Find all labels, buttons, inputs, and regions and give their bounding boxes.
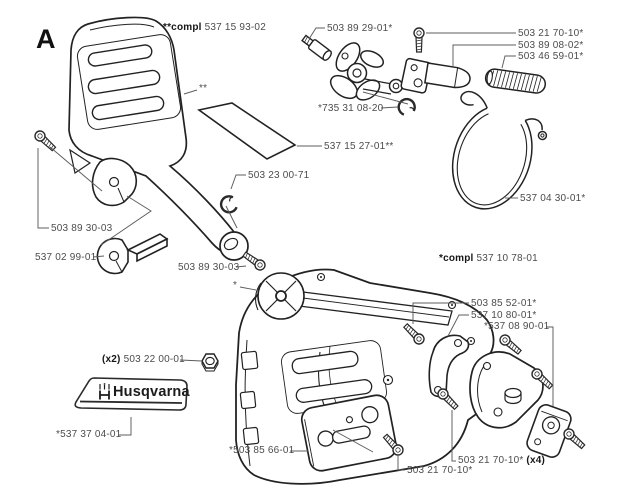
label-handguard-ref: ** [199, 83, 208, 94]
brake-trigger-mechanism [329, 42, 471, 101]
label-screw-lever: 503 21 70-10* [518, 28, 584, 39]
screw-catcher [561, 426, 588, 452]
handguard-decal-sticker [197, 102, 297, 160]
label-screw-guard: 503 89 30-03 [51, 223, 113, 234]
brake-band [451, 90, 548, 210]
label-knob: 537 02 99-01 [35, 252, 97, 263]
guard-pivot-cam [69, 148, 138, 207]
label-decal-handguard: 537 15 27-01** [324, 141, 394, 152]
label-screw-pivot: 503 89 30-03 [178, 262, 240, 273]
label-screws-x4: 503 21 70-10* (x4) [458, 455, 545, 466]
label-cover-compl: *compl 537 10 78-01 [439, 253, 538, 264]
label-spring: 503 46 59-01* [518, 51, 584, 62]
screw-lever [413, 27, 425, 53]
label-inner-plate: 537 10 80-01* [471, 310, 537, 321]
chain-catcher [526, 404, 572, 458]
label-cover-ref: * [233, 280, 238, 291]
label-screw-inner: 503 85 52-01* [471, 298, 537, 309]
label-brake-band: 537 04 30-01* [520, 193, 586, 204]
section-letter: A [36, 24, 56, 54]
label-decal-logo: *537 37 04-01 [56, 429, 122, 440]
front-hand-guard [68, 16, 249, 261]
label-clip-lever: *735 31 08-20 [318, 103, 384, 114]
label-nut: (x2) 503 22 00-01 [102, 354, 185, 365]
brake-pin [301, 34, 332, 61]
lever-clip [395, 96, 418, 117]
label-piston: 503 89 08-02* [518, 40, 584, 51]
label-guide-plate: *503 85 66-01 [229, 445, 295, 456]
brake-piston [424, 62, 471, 89]
brand-decal [74, 377, 188, 411]
brake-spring [484, 68, 547, 94]
tensioner-wheel [254, 272, 305, 320]
leader-lines [37, 27, 554, 471]
sprocket-guard-piece [469, 351, 544, 429]
label-screw-bottom: 503 21 70-10* [407, 465, 473, 476]
label-handguard-compl: **compl 537 15 93-02 [163, 22, 266, 33]
brand-decal-text: Husqvarna [113, 384, 190, 400]
screw-pivot [240, 249, 268, 273]
screw-guard [32, 128, 59, 154]
label-pin: 503 89 29-01* [327, 23, 393, 34]
bar-nut [201, 353, 219, 372]
label-clip-guard: 503 23 00-71 [248, 170, 310, 181]
clutch-cover [235, 268, 495, 485]
guard-pivot-boss [219, 231, 249, 261]
tensioner-knob [96, 233, 169, 275]
label-chain-catcher: *537 08 90-01 [484, 321, 550, 332]
crown-h-icon [99, 383, 110, 400]
